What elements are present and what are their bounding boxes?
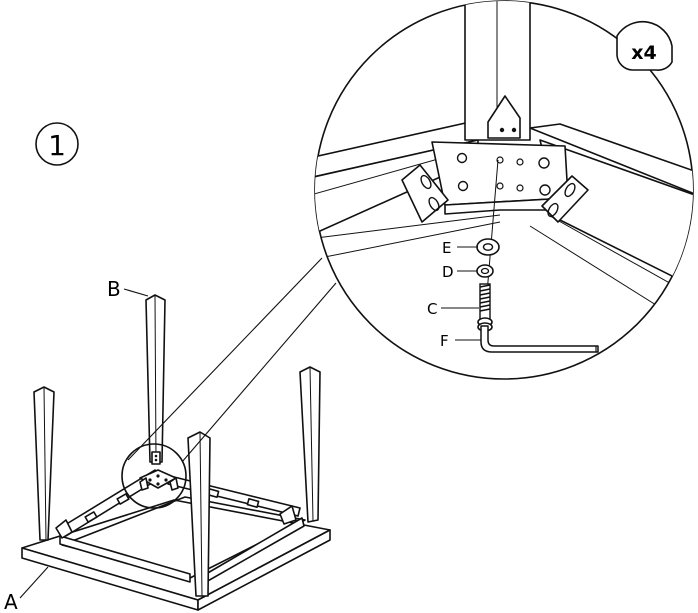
washer-icon bbox=[476, 238, 500, 256]
apron-rail-front-left bbox=[59, 535, 191, 583]
allen-key-icon bbox=[480, 325, 599, 353]
step-number-badge: 1 bbox=[35, 122, 79, 166]
leg-back-right bbox=[299, 366, 321, 523]
corner-bracket-detail: x4 bbox=[314, 0, 694, 380]
part-label-c: C bbox=[427, 300, 479, 318]
svg-text:C: C bbox=[427, 300, 437, 318]
svg-text:F: F bbox=[440, 332, 449, 350]
detail-connector-line bbox=[127, 257, 323, 461]
detail-corner-plate bbox=[431, 141, 569, 206]
detail-rail-right-top bbox=[529, 123, 693, 205]
part-label-a: A bbox=[4, 566, 49, 613]
corner-highlight bbox=[121, 443, 187, 509]
lock-washer-icon bbox=[476, 264, 494, 278]
svg-text:E: E bbox=[442, 239, 451, 257]
step-circle bbox=[35, 122, 79, 166]
part-label-f: F bbox=[440, 332, 481, 350]
table-top-side-edge bbox=[197, 529, 331, 611]
detail-corner-plate-edge bbox=[444, 197, 569, 215]
part-label-b: B bbox=[107, 277, 149, 301]
detail-callout-circle bbox=[121, 443, 187, 509]
part-label-d: D bbox=[442, 263, 477, 281]
detail-gusset-right bbox=[541, 175, 589, 223]
table-frame-illustration bbox=[21, 294, 331, 611]
rail-clip bbox=[84, 511, 98, 523]
corner-bracket bbox=[279, 505, 297, 525]
rail-clip bbox=[116, 493, 130, 505]
leg-front bbox=[187, 431, 211, 597]
svg-text:A: A bbox=[4, 590, 18, 613]
quantity-label: x4 bbox=[631, 42, 656, 64]
quantity-badge: x4 bbox=[616, 20, 673, 71]
step-number: 1 bbox=[48, 129, 66, 162]
detail-connector-line bbox=[181, 282, 337, 463]
leg-b bbox=[145, 294, 166, 463]
svg-text:D: D bbox=[442, 263, 454, 281]
detail-leg-block bbox=[487, 95, 521, 139]
detail-gusset-left bbox=[401, 164, 449, 223]
corner-bracket bbox=[55, 519, 73, 539]
svg-text:B: B bbox=[107, 277, 121, 301]
bolt-icon bbox=[477, 283, 493, 332]
rail-clip bbox=[246, 498, 260, 508]
part-label-e: E bbox=[442, 239, 478, 257]
leg-back-left bbox=[33, 386, 55, 541]
